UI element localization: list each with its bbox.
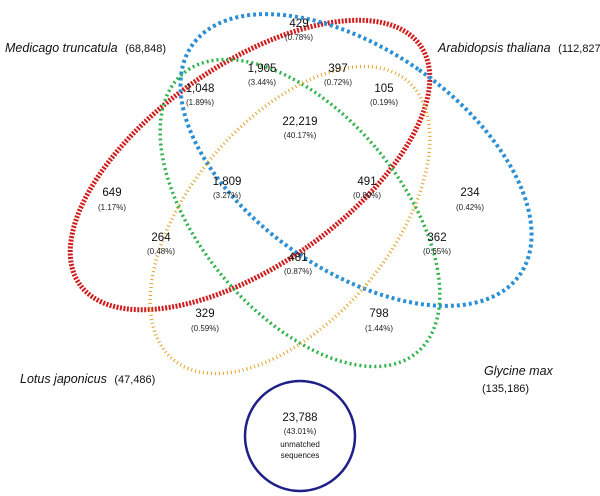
region-m-a-l: 397 (0.72%) xyxy=(324,63,352,87)
region-a-only: 234 (0.42%) xyxy=(456,187,484,212)
region-a-g-l: 491 (0.89%) xyxy=(353,176,381,200)
arabidopsis-label: Arabidopsis thaliana (112,827) xyxy=(437,41,600,55)
lotus-label: Lotus japonicus (47,486) xyxy=(20,372,155,386)
svg-text:1,048: 1,048 xyxy=(186,83,215,95)
region-m-g: 1,048 (1.89%) xyxy=(186,83,215,107)
svg-text:(0.87%): (0.87%) xyxy=(284,267,312,276)
region-g-l: 481 (0.87%) xyxy=(284,252,312,276)
svg-text:264: 264 xyxy=(151,232,171,244)
svg-text:22,219: 22,219 xyxy=(282,116,317,128)
svg-text:397: 397 xyxy=(328,63,347,75)
svg-text:(0.42%): (0.42%) xyxy=(456,203,484,212)
region-m-a: 429 (0.78%) xyxy=(285,18,313,42)
region-g-only: 798 (1.44%) xyxy=(365,308,393,333)
svg-text:(1.17%): (1.17%) xyxy=(98,203,126,212)
svg-text:798: 798 xyxy=(369,308,388,320)
region-m-l: 264 (0.48%) xyxy=(147,232,175,256)
svg-text:(0.48%): (0.48%) xyxy=(147,247,175,256)
region-all: 22,219 (40.17%) xyxy=(282,116,317,140)
glycine-ellipse xyxy=(158,57,442,369)
region-l-only: 329 (0.59%) xyxy=(191,308,219,333)
svg-text:429: 429 xyxy=(289,18,308,30)
svg-text:(0.59%): (0.59%) xyxy=(191,324,219,333)
arabidopsis-ellipse xyxy=(178,12,534,308)
region-m-a-g: 1,905 (3.44%) xyxy=(248,63,277,87)
svg-text:362: 362 xyxy=(427,232,446,244)
region-a-l: 105 (0.19%) xyxy=(370,83,398,107)
svg-text:491: 491 xyxy=(357,176,376,188)
svg-text:(3.27%): (3.27%) xyxy=(213,191,241,200)
svg-text:(0.72%): (0.72%) xyxy=(324,78,352,87)
unmatched-label-1: unmatched xyxy=(280,440,320,449)
glycine-label: Glycine max xyxy=(484,364,554,378)
glycine-count-label: (135,186) xyxy=(482,383,529,395)
svg-text:(1.44%): (1.44%) xyxy=(365,324,393,333)
svg-text:(3.44%): (3.44%) xyxy=(248,78,276,87)
svg-text:(0.19%): (0.19%) xyxy=(370,98,398,107)
svg-text:329: 329 xyxy=(195,308,214,320)
medicago-ellipse xyxy=(67,17,433,313)
medicago-label: Medicago truncatula (68,848) xyxy=(5,41,166,55)
region-m-only: 649 (1.17%) xyxy=(98,187,126,212)
unmatched-count: 23,788 xyxy=(282,412,317,424)
svg-text:1,905: 1,905 xyxy=(248,63,277,75)
svg-text:(1.89%): (1.89%) xyxy=(186,98,214,107)
svg-text:649: 649 xyxy=(102,187,121,199)
svg-text:1,809: 1,809 xyxy=(213,176,242,188)
lotus-ellipse xyxy=(148,64,432,376)
svg-text:481: 481 xyxy=(288,252,307,264)
svg-text:234: 234 xyxy=(460,187,480,199)
unmatched-circle xyxy=(243,379,357,493)
unmatched-pct: (43.01%) xyxy=(284,427,317,436)
svg-text:(0.89%): (0.89%) xyxy=(353,191,381,200)
svg-text:(40.17%): (40.17%) xyxy=(284,131,317,140)
unmatched-label-2: sequences xyxy=(281,451,320,460)
svg-text:(0.78%): (0.78%) xyxy=(285,33,313,42)
svg-text:(0.65%): (0.65%) xyxy=(423,247,451,256)
region-m-g-l: 1,809 (3.27%) xyxy=(213,176,242,200)
region-a-g: 362 (0.65%) xyxy=(423,232,451,256)
svg-text:105: 105 xyxy=(374,83,393,95)
